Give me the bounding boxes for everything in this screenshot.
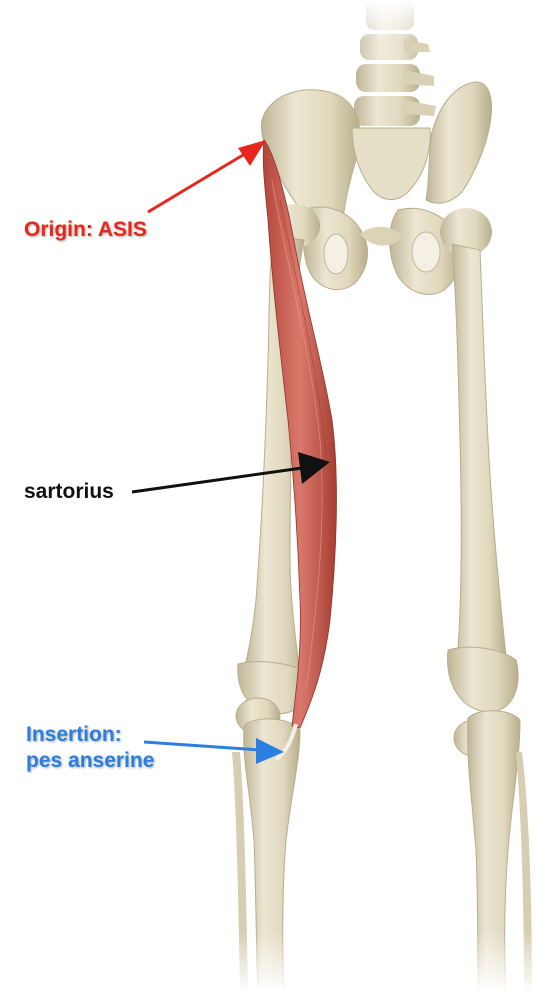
femur-left <box>440 208 518 712</box>
insertion-label: Insertion: pes anserine <box>26 722 154 774</box>
origin-label: Origin: ASIS <box>24 218 147 242</box>
insertion-label-line2: pes anserine <box>26 748 154 774</box>
insertion-label-line1: Insertion: <box>26 722 154 748</box>
muscle-label: sartorius <box>24 480 114 504</box>
origin-arrow <box>148 140 266 212</box>
insertion-arrow <box>144 738 284 764</box>
